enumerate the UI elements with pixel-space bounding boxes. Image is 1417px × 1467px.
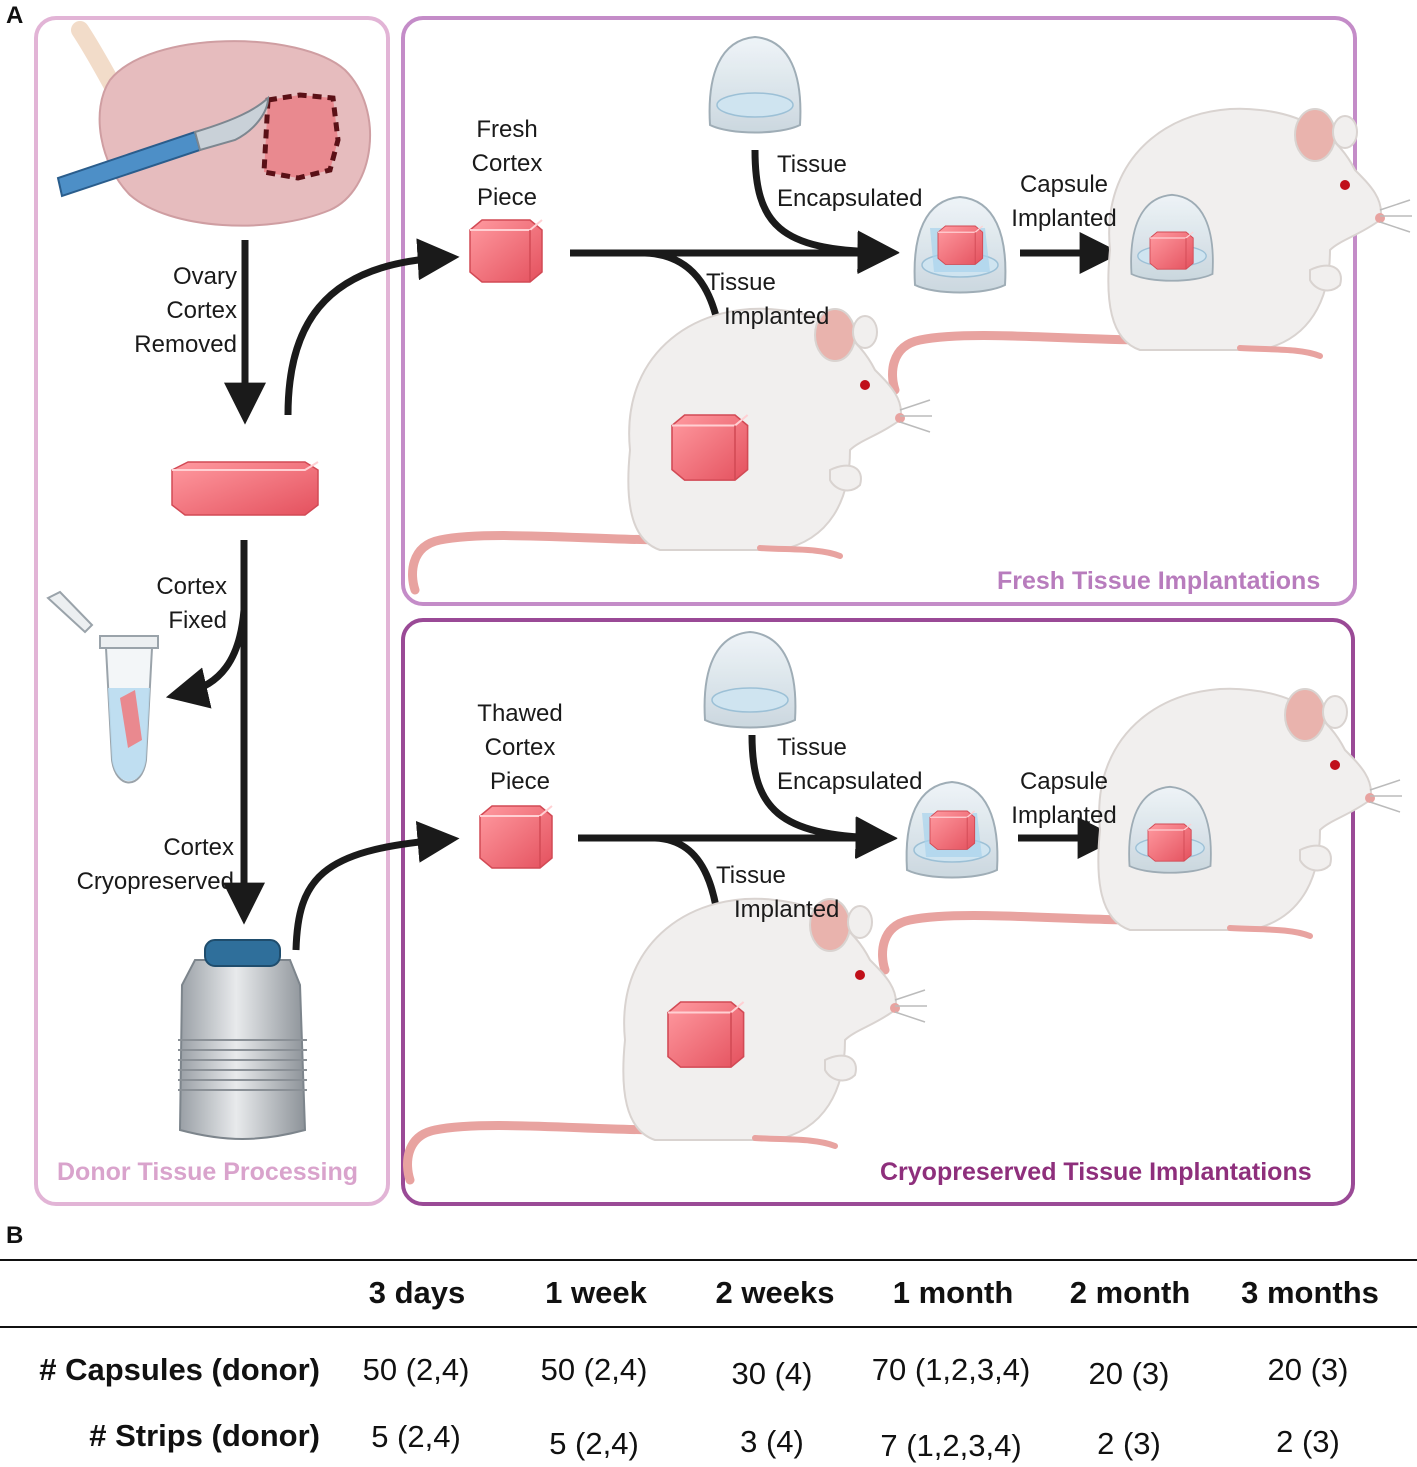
- table-top-rule: [0, 1259, 1417, 1261]
- cryo-box-title: Cryopreserved Tissue Implantations: [880, 1158, 1312, 1186]
- thawed-piece-label: Thawed Cortex Piece: [477, 700, 563, 795]
- encapsulated-cube-icon: [913, 196, 1007, 294]
- table-cell: 5 (2,4): [371, 1419, 461, 1454]
- table-cell: 7 (1,2,3,4): [880, 1428, 1022, 1463]
- column-header: 2 weeks: [715, 1275, 835, 1310]
- table-header-rule: [0, 1326, 1417, 1328]
- cryo-tank-icon: [178, 939, 307, 1140]
- row-header-strips: # Strips (donor): [89, 1418, 320, 1453]
- capsule-icon: [708, 36, 802, 134]
- fresh-tissue-implantations-box: [401, 16, 1357, 606]
- table-cell: 70 (1,2,3,4): [871, 1352, 1031, 1387]
- table-cell: 30 (4): [731, 1356, 813, 1391]
- tissue-strip-icon: [171, 461, 319, 516]
- fresh-encapsulated-label: Tissue Encapsulated: [777, 151, 923, 212]
- scalpel-icon: [56, 95, 270, 198]
- fresh-piece-label: Fresh Cortex Piece: [471, 116, 543, 211]
- column-header: 1 month: [892, 1275, 1014, 1310]
- table-cell: 5 (2,4): [549, 1426, 639, 1461]
- tissue-cube-icon: [469, 219, 543, 283]
- cortex-fixed-label: Cortex Fixed: [156, 573, 227, 634]
- table-cell: 20 (3): [1088, 1356, 1170, 1391]
- column-header: 3 months: [1241, 1275, 1379, 1310]
- table-cell: 50 (2,4): [540, 1352, 648, 1387]
- cryo-encapsulated-label: Tissue Encapsulated: [777, 734, 923, 795]
- column-header: 1 week: [545, 1275, 647, 1310]
- panel-a-letter: A: [6, 2, 24, 29]
- mouse-icon: [408, 899, 927, 1180]
- cryo-capsule-implanted-label: Capsule Implanted: [1011, 768, 1117, 829]
- table-cell: 2 (3): [1276, 1424, 1340, 1459]
- diagram-artwork: [46, 21, 1417, 1240]
- donor-tissue-processing-box: [34, 16, 390, 1206]
- table-cell: 20 (3): [1267, 1352, 1349, 1387]
- tube-icon: [46, 590, 159, 784]
- fresh-tissue-implanted-label: Tissue Implanted: [706, 269, 830, 330]
- fresh-capsule-implanted-label: Capsule Implanted: [1011, 171, 1117, 232]
- ovary-cortex-removed-label: Ovary Cortex Removed: [134, 263, 237, 358]
- table-cell: 50 (2,4): [362, 1352, 470, 1387]
- encapsulated-cube-icon: [905, 781, 999, 879]
- panel-b-letter: B: [6, 1222, 24, 1249]
- mouse-icon: [413, 309, 932, 590]
- cryopreserved-tissue-implantations-box: [401, 618, 1355, 1206]
- column-header: 2 month: [1069, 1275, 1191, 1310]
- donor-box-title: Donor Tissue Processing: [57, 1158, 359, 1186]
- table-cell: 2 (3): [1097, 1426, 1161, 1461]
- tissue-cube-icon: [479, 805, 553, 869]
- row-header-capsules: # Capsules (donor): [39, 1352, 320, 1387]
- fresh-box-title: Fresh Tissue Implantations: [997, 567, 1321, 595]
- column-header: 3 days: [368, 1275, 466, 1310]
- capsule-icon: [703, 631, 797, 729]
- table-cell: 3 (4): [740, 1424, 804, 1459]
- cryo-tissue-implanted-label: Tissue Implanted: [716, 862, 840, 923]
- cortex-cryopreserved-label: Cortex Cryopreserved: [76, 834, 234, 895]
